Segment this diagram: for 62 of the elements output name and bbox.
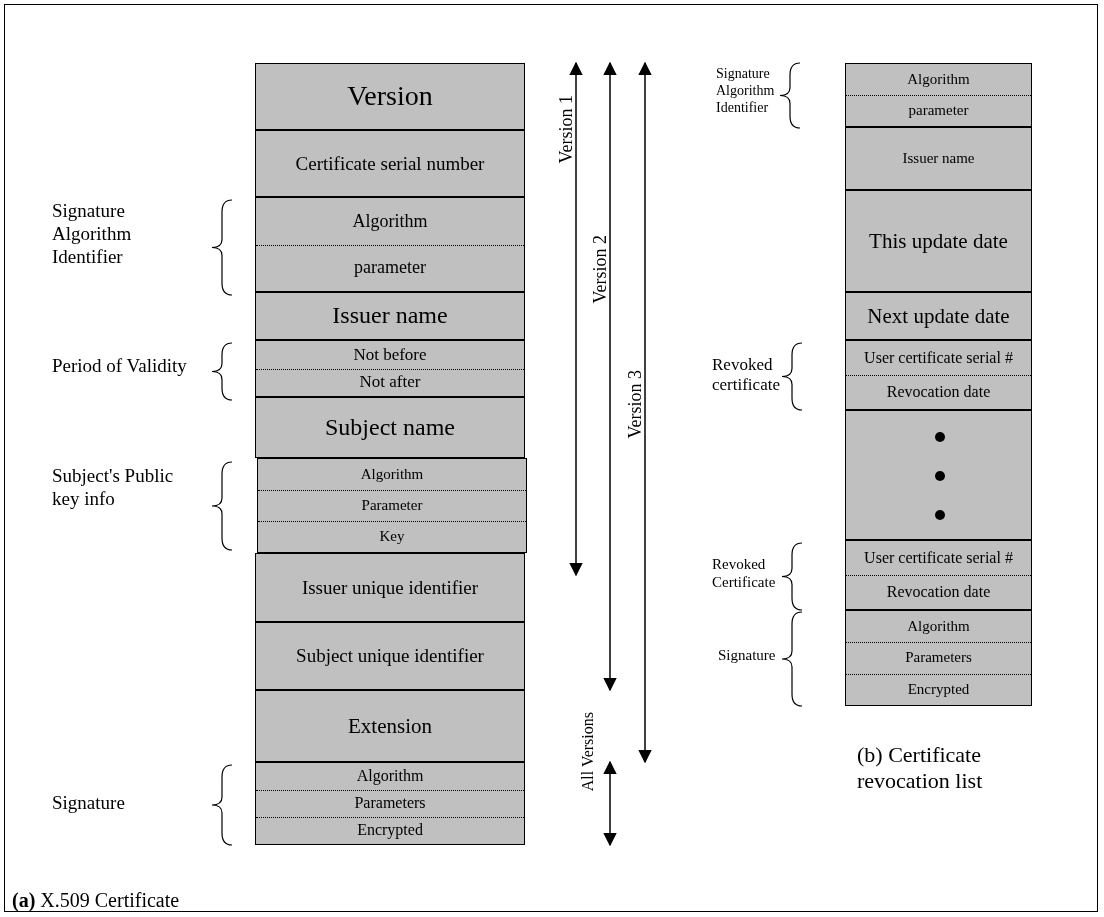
field-label: Issuer name: [332, 302, 448, 330]
field-label: Parameters: [905, 649, 972, 667]
field-label: Algorithm: [352, 210, 428, 232]
version-range-label: All Versions: [578, 712, 597, 792]
version-range-label: Version 1: [556, 95, 577, 164]
field-label: Version: [347, 80, 433, 113]
field-group-label: Subject's Public key info: [52, 465, 175, 511]
field-label: Not before: [353, 344, 427, 365]
field-label: Algorithm: [907, 70, 970, 89]
field-label: Issuer name: [902, 149, 975, 168]
field-label: Parameter: [361, 496, 423, 515]
field-label: Extension: [348, 713, 432, 739]
field-label: Algorithm: [356, 767, 424, 786]
field-box: [845, 63, 1032, 127]
field-group-label: Signature: [718, 646, 777, 664]
field-label: parameter: [908, 101, 969, 120]
field-label: Encrypted: [907, 680, 970, 698]
field-label: This update date: [869, 228, 1008, 254]
field-label: Subject unique identifier: [296, 645, 484, 667]
field-box: [845, 292, 1032, 340]
field-group-label: Signature Algorithm Identifier: [716, 66, 776, 117]
field-box: [845, 540, 1032, 610]
field-label: Parameters: [354, 794, 426, 813]
field-box: [845, 410, 1032, 540]
field-label: Encrypted: [357, 821, 423, 840]
field-label: User certificate serial #: [864, 348, 1013, 368]
field-label: Not after: [359, 372, 421, 392]
field-box: [255, 340, 525, 397]
field-box: [257, 458, 527, 553]
field-box: [255, 622, 525, 690]
field-box: [845, 610, 1032, 706]
field-label: parameter: [354, 257, 426, 279]
panel-caption: (b) Certificate revocation list: [857, 742, 984, 795]
panel-caption: (a) X.509 Certificate: [12, 888, 181, 912]
field-label: Certificate serial number: [295, 152, 485, 175]
field-label: Key: [379, 527, 405, 546]
field-group-label: Signature Algorithm Identifier: [52, 200, 133, 269]
field-label: Algorithm: [360, 465, 424, 484]
field-box: [845, 127, 1032, 190]
field-box: [255, 197, 525, 292]
field-box: [255, 690, 525, 762]
version-range-label: Version 3: [625, 370, 646, 439]
field-label: Revocation date: [886, 582, 991, 602]
field-label: Issuer unique identifier: [301, 576, 479, 599]
field-label: Revocation date: [886, 382, 991, 402]
version-range-label: Version 2: [590, 235, 611, 304]
field-box: [845, 340, 1032, 410]
field-label: Algorithm: [907, 618, 970, 636]
field-box: [255, 292, 525, 340]
field-group-label: Revoked Certificate: [712, 555, 777, 591]
field-label: User certificate serial #: [864, 548, 1013, 568]
field-box: [255, 63, 525, 130]
field-group-label: Signature: [52, 792, 126, 815]
field-box: [845, 190, 1032, 292]
field-box: [255, 130, 525, 197]
field-group-label: Period of Validity: [52, 355, 188, 378]
field-group-label: Revoked certificate: [712, 355, 781, 396]
field-box: [255, 762, 525, 845]
field-label: Next update date: [867, 303, 1010, 329]
field-label: Subject name: [325, 413, 455, 442]
field-box: [255, 397, 525, 458]
field-box: [255, 553, 525, 622]
